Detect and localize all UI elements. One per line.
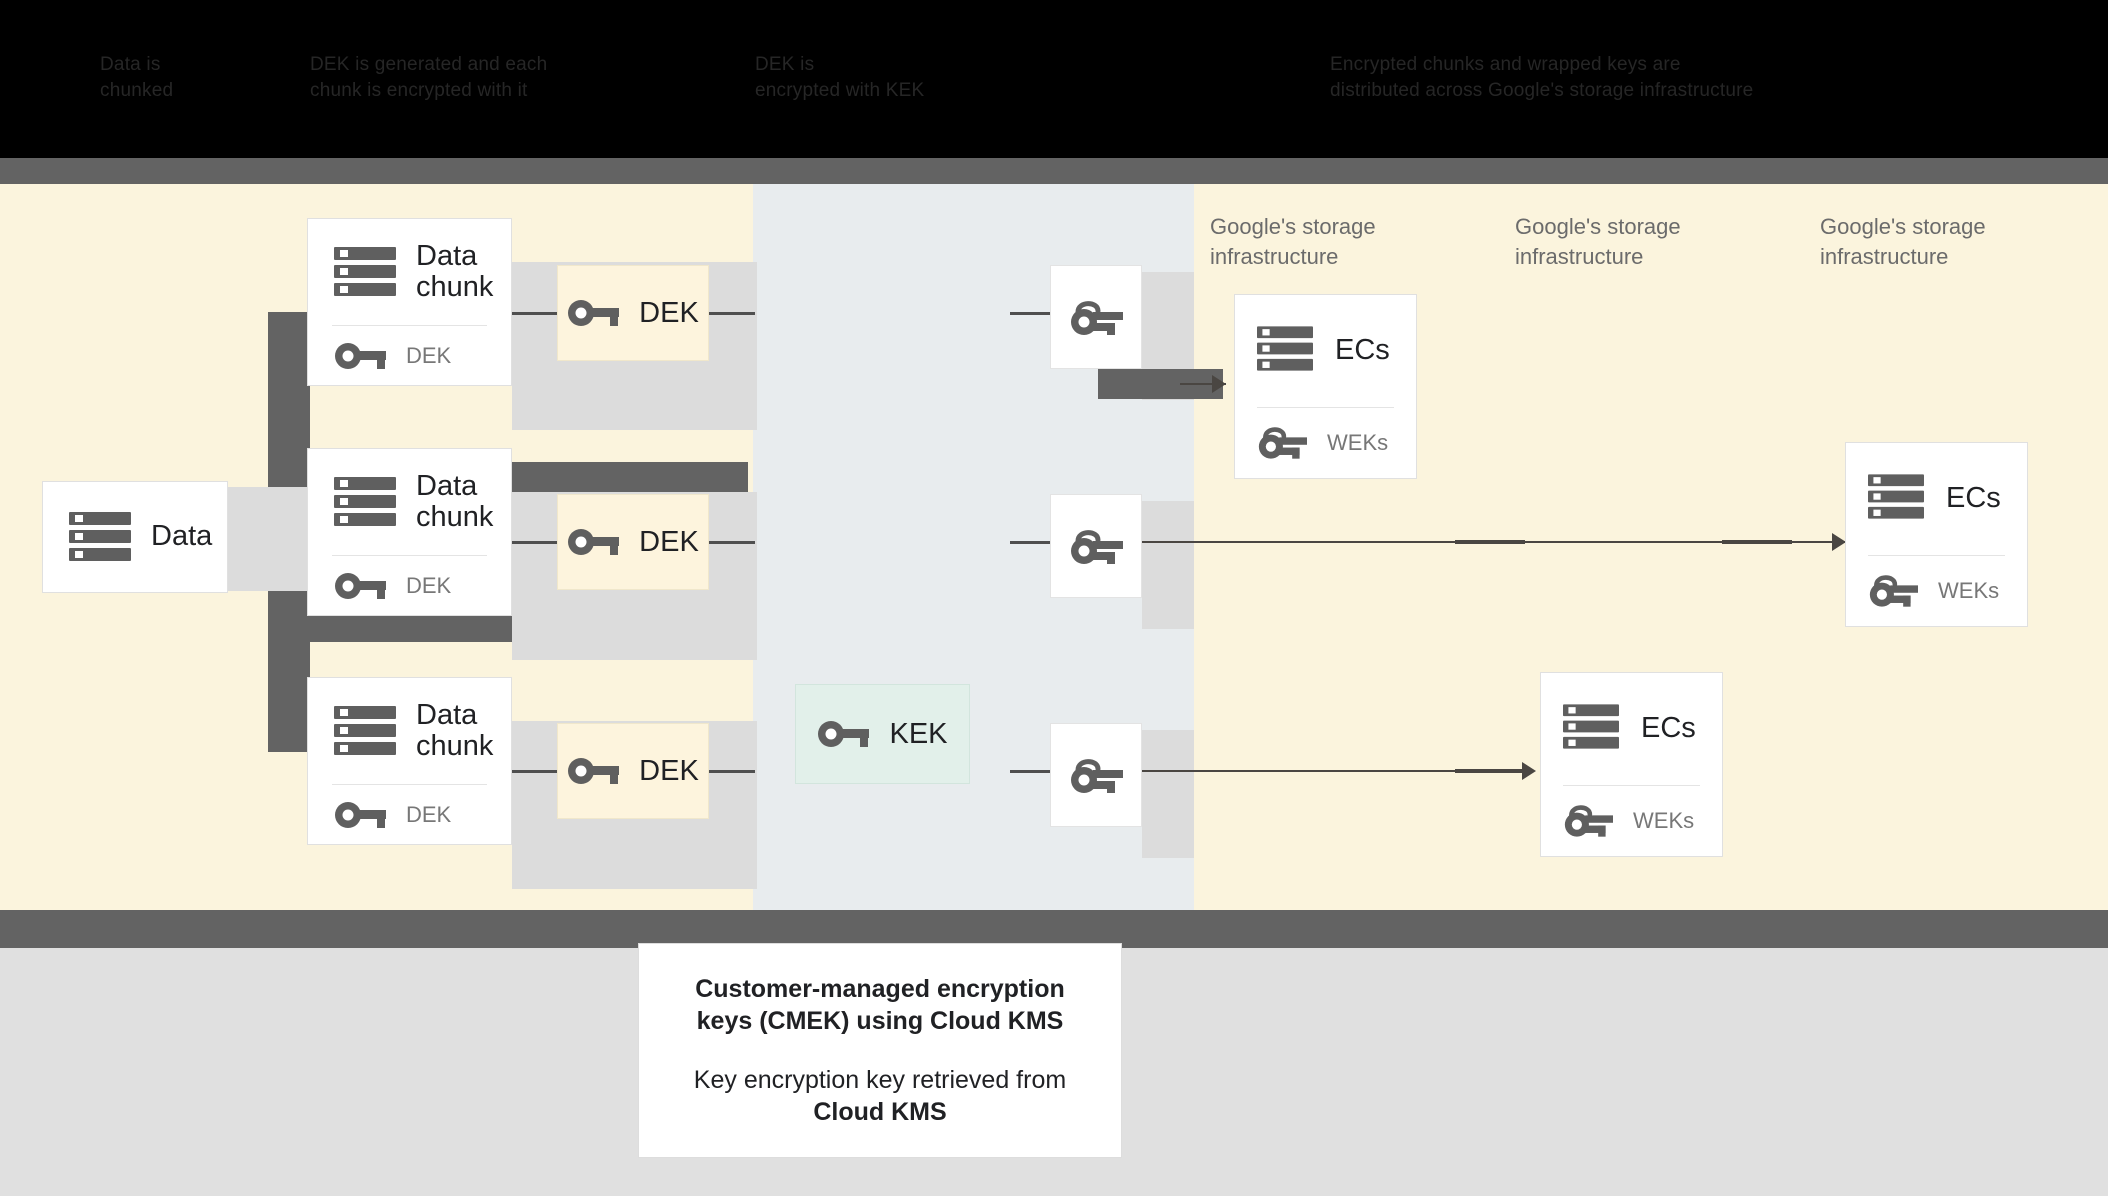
card-subtitle: DEK [406, 802, 452, 827]
encryption-flow-diagram: Data Data chunk [0, 184, 2108, 910]
dek-box[interactable]: DEK [557, 494, 709, 590]
card-data-chunk[interactable]: Data chunk DEK [307, 677, 512, 845]
card-divider [332, 784, 487, 785]
storage-label: Google's storage infrastructure [1515, 214, 1681, 269]
dek-box[interactable]: DEK [557, 265, 709, 361]
banner-text-distributed: Encrypted chunks and wrapped keys are di… [1330, 54, 1754, 101]
wrapped-key-icon [1069, 298, 1123, 336]
wrapped-key-tile[interactable] [1050, 723, 1142, 827]
connector-chunk-to-dek [512, 541, 557, 544]
connector-dek-to-panel [709, 541, 755, 544]
card-title: ECs [1641, 712, 1696, 745]
dek-box[interactable]: DEK [557, 723, 709, 819]
card-data-chunk[interactable]: Data chunk DEK [307, 448, 512, 616]
key-icon [334, 800, 386, 830]
dek-label: DEK [639, 296, 699, 329]
card-title: ECs [1335, 334, 1390, 367]
card-subtitle: WEKs [1938, 578, 2000, 603]
connector-chunk-to-dek [512, 312, 557, 315]
wrapped-key-icon [1069, 527, 1123, 565]
caption-secondary-strong: Cloud KMS [813, 1098, 947, 1126]
wrapped-key-icon [1563, 802, 1617, 840]
connector-dek-to-panel [709, 312, 755, 315]
arrow-line-middle-accent [1455, 540, 1525, 544]
banner-divider [0, 158, 2108, 184]
bottom-divider [0, 910, 2108, 948]
card-subtitle: DEK [406, 573, 452, 598]
dek-label: DEK [639, 525, 699, 558]
wrapped-key-icon [1069, 756, 1123, 794]
card-divider [1868, 555, 2005, 556]
card-title: Data chunk [416, 469, 494, 533]
card-divider [1257, 407, 1394, 408]
key-icon [817, 719, 870, 749]
server-icon [69, 512, 131, 562]
key-icon [567, 756, 620, 786]
server-icon [334, 706, 396, 756]
key-icon [334, 571, 386, 601]
arrow-line-bottom-accent [1455, 769, 1525, 773]
wrapped-key-tile[interactable] [1050, 494, 1142, 598]
card-subtitle: DEK [406, 343, 452, 368]
kek-label: KEK [889, 717, 948, 750]
connector-to-wek-tile [1010, 312, 1050, 315]
card-ecs[interactable]: ECs WEKs [1845, 442, 2028, 627]
storage-label: Google's storage infrastructure [1210, 214, 1376, 269]
banner-text-dek-generated: DEK is generated and each chunk is encry… [310, 54, 548, 101]
caption-primary: Customer-managed encryption keys (CMEK) … [695, 974, 1065, 1036]
server-icon [334, 477, 396, 527]
card-title: Data chunk [416, 239, 494, 303]
arrow-line-bottom [1142, 770, 1532, 772]
key-icon [334, 341, 386, 371]
arrow-head-top [1212, 375, 1226, 393]
arrow-line-top [1180, 383, 1226, 385]
key-icon [567, 298, 620, 328]
card-title: ECs [1946, 482, 2001, 515]
card-ecs[interactable]: ECs WEKs [1540, 672, 1723, 857]
top-banner: Data is chunked DEK is generated and eac… [0, 0, 2108, 158]
card-data-chunk[interactable]: Data chunk DEK [307, 218, 512, 386]
dek-label: DEK [639, 754, 699, 787]
data-card-shadow [228, 487, 308, 591]
key-icon [567, 527, 620, 557]
arrow-head-middle [1832, 533, 1846, 551]
card-subtitle: WEKs [1633, 808, 1695, 833]
storage-label: Google's storage infrastructure [1820, 214, 1986, 269]
wrapped-key-icon [1257, 424, 1311, 462]
wkey-tile-shadow [1142, 501, 1194, 629]
caption-secondary-prefix: Key encryption key retrieved from [693, 1065, 1067, 1094]
server-icon [334, 247, 396, 297]
connector-kek-to-wek [1010, 541, 1050, 544]
banner-text-chunked: Data is chunked [100, 54, 174, 101]
card-divider [332, 325, 487, 326]
server-icon [1257, 326, 1319, 376]
server-icon [1868, 474, 1930, 524]
arrow-head-bottom [1522, 762, 1536, 780]
connector-dek-to-panel [709, 770, 755, 773]
wrapped-key-icon [1868, 572, 1922, 610]
server-icon [1563, 704, 1625, 754]
connector-to-wek-tile [1010, 770, 1050, 773]
kek-box[interactable]: KEK [795, 684, 970, 784]
wrapped-key-tile[interactable] [1050, 265, 1142, 369]
card-title: Data [151, 520, 213, 553]
banner-text-dek-encrypted: DEK is encrypted with KEK [755, 54, 925, 101]
caption-secondary: Key encryption key retrieved from Cloud … [673, 1064, 1087, 1129]
card-subtitle: WEKs [1327, 430, 1389, 455]
card-divider [332, 555, 487, 556]
wkey-tile-shadow [1142, 730, 1194, 858]
card-data[interactable]: Data [42, 481, 228, 593]
connector-chunk-to-dek [512, 770, 557, 773]
card-divider [1563, 785, 1700, 786]
card-ecs[interactable]: ECs WEKs [1234, 294, 1417, 479]
caption-box: Customer-managed encryption keys (CMEK) … [638, 943, 1122, 1158]
card-title: Data chunk [416, 698, 494, 762]
arrow-line-middle-accent [1722, 540, 1792, 544]
